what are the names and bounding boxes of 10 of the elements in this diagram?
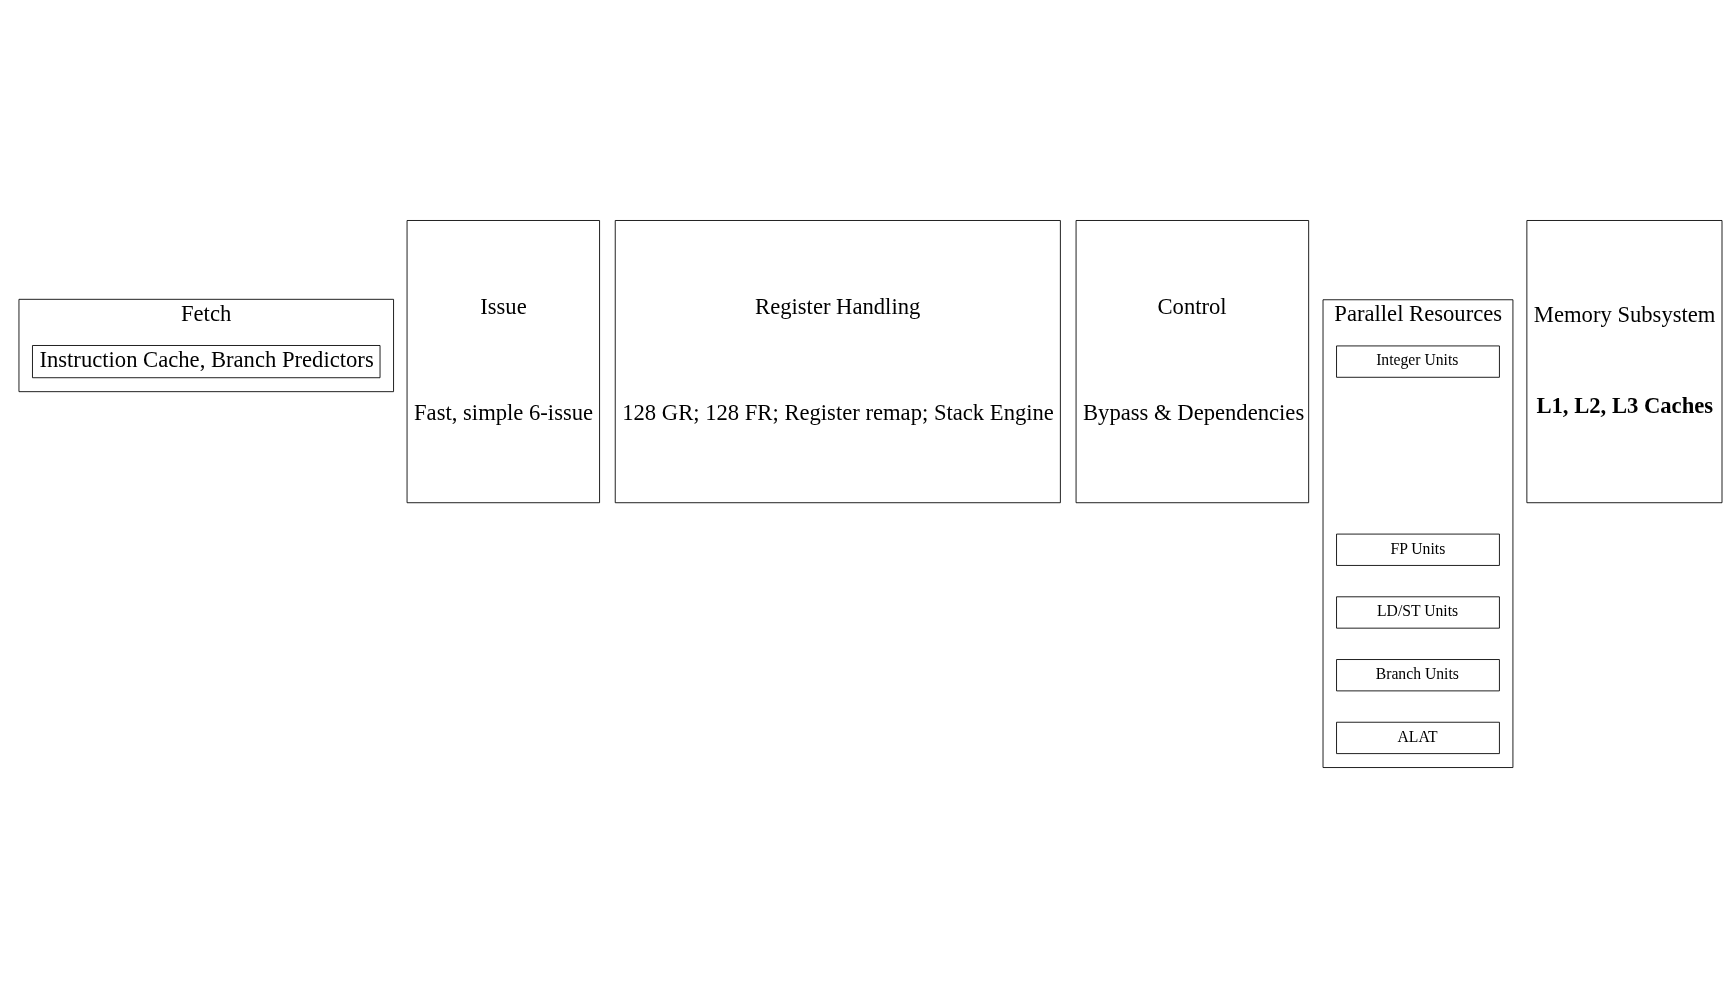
node-box: Register Handling 128 GR; 128 FR; Register remap; Stack Engine bbox=[614, 220, 1061, 504]
node-box: Control Bypass & Dependencies bbox=[1075, 220, 1310, 504]
node-box: Integer Units bbox=[1336, 345, 1500, 378]
node-box: Branch Units bbox=[1336, 659, 1500, 692]
node-box: Issue Fast, simple 6-issue bbox=[406, 220, 600, 504]
node-box: ALAT bbox=[1336, 721, 1500, 755]
node-box: LD/ST Units bbox=[1336, 596, 1500, 629]
node-box: FP Units bbox=[1336, 533, 1500, 566]
node-box: Instruction Cache, Branch Predictors bbox=[32, 345, 381, 379]
node-box: Memory Subsystem L1, L2, L3 Caches bbox=[1526, 220, 1723, 504]
